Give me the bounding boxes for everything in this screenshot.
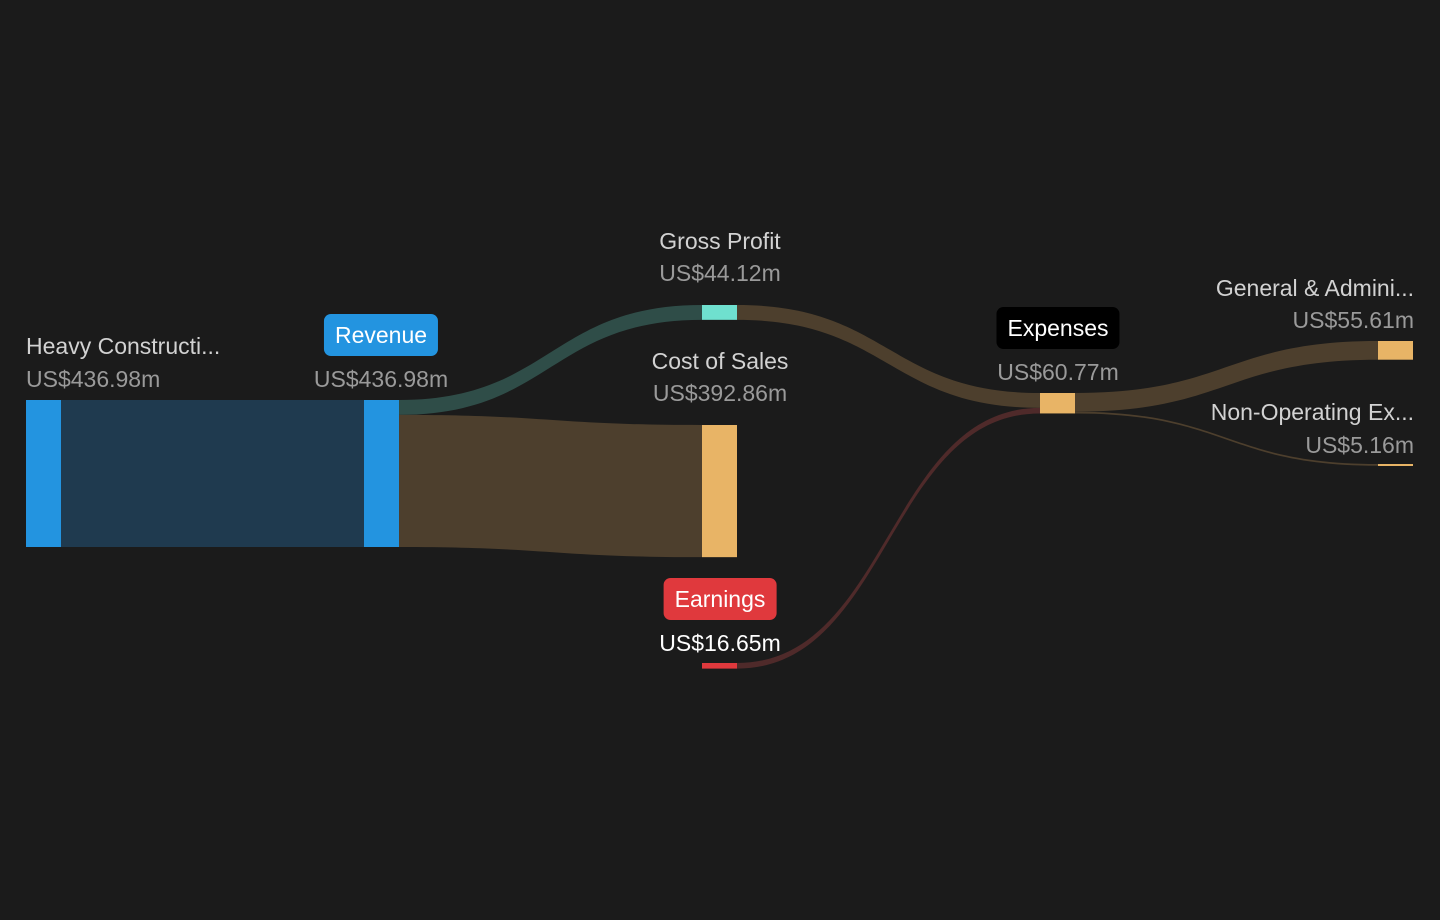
- node-bar-expenses: [1040, 393, 1075, 414]
- node-value-gross-profit: US$44.12m: [659, 260, 781, 286]
- node-bar-gross-profit: [702, 305, 737, 320]
- link-segment-to-revenue: [61, 400, 364, 547]
- link-expenses-to-non_operating: [1075, 411, 1378, 466]
- node-label-expenses: Expenses: [996, 307, 1120, 349]
- node-label-revenue: Revenue: [323, 314, 439, 356]
- node-value-cost-of-sales: US$392.86m: [652, 380, 788, 406]
- node-bar-revenue: [364, 400, 399, 547]
- node-value-earnings: US$16.65m: [659, 630, 781, 656]
- node-label-general-admin: General & Admini...: [1215, 275, 1414, 301]
- node-label-cost-of-sales: Cost of Sales: [651, 348, 789, 374]
- node-label-segment: Heavy Constructi...: [26, 333, 221, 359]
- node-label-earnings: Earnings: [663, 578, 777, 620]
- node-label-non-operating: Non-Operating Ex...: [1210, 399, 1414, 425]
- node-value-expenses: US$60.77m: [997, 359, 1119, 385]
- link-expenses-to-gen_admin: [1075, 341, 1378, 412]
- node-label-gross-profit: Gross Profit: [659, 228, 781, 254]
- link-revenue-to-cost_of_sales: [399, 414, 702, 558]
- node-bar-gen-admin: [1378, 341, 1413, 360]
- node-value-non-operating: US$5.16m: [1305, 432, 1414, 458]
- node-value-general-admin: US$55.61m: [1292, 307, 1414, 333]
- link-earnings-to-expenses: [737, 407, 1040, 669]
- link-gross_profit-to-expenses: [737, 305, 1040, 408]
- node-bar-non-operating: [1378, 464, 1413, 466]
- node-bar-cost-of-sales: [702, 425, 737, 558]
- node-bar-earnings: [702, 663, 737, 669]
- node-value-revenue: US$436.98m: [313, 366, 449, 392]
- node-value-segment: US$436.98m: [26, 366, 161, 392]
- link-revenue-to-gross_profit: [399, 305, 702, 415]
- node-bar-segment: [26, 400, 61, 547]
